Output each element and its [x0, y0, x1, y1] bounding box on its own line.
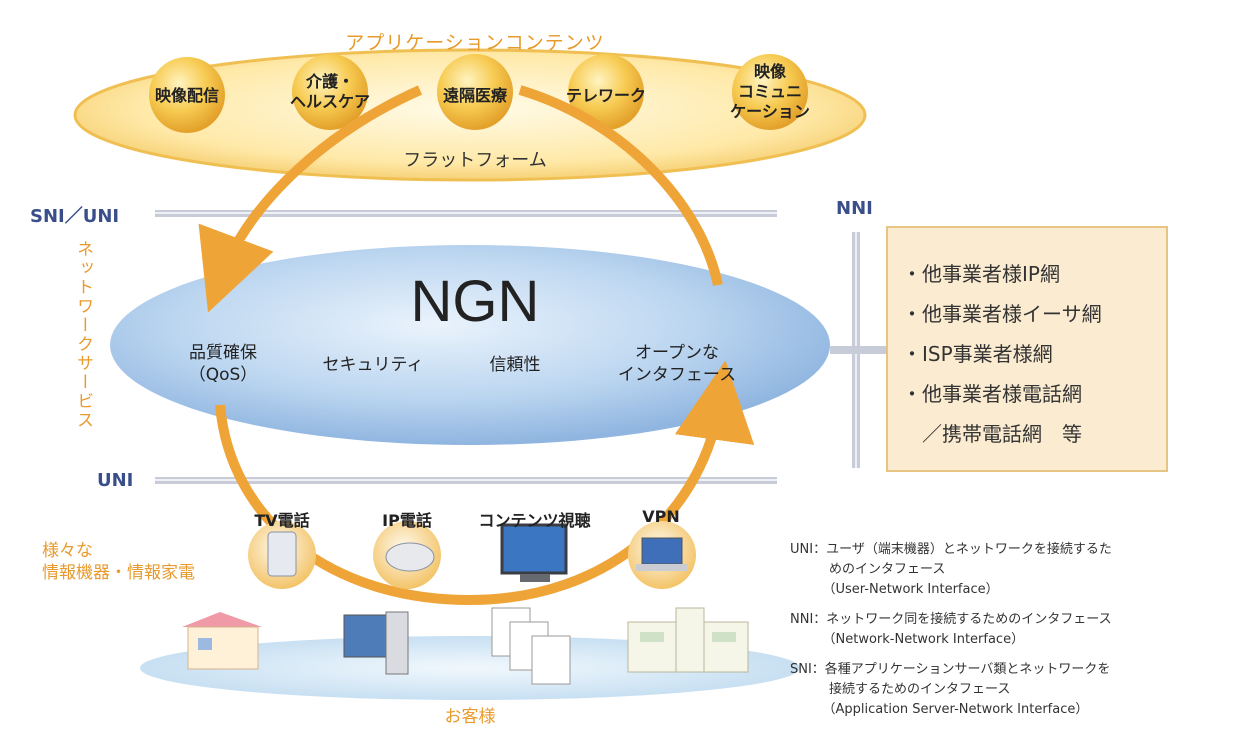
nni-network-item: ／携帯電話網 等	[902, 422, 1082, 446]
feature-open-interface: オープンな インタフェース	[617, 343, 737, 385]
feature-qos: 品質確保 （QoS）	[188, 343, 258, 385]
ngn-title: NGN	[410, 269, 540, 334]
app-contents-title: アプリケーションコンテンツ	[345, 32, 605, 54]
app-item-video-communication: 映像 コミュニ ケーション	[730, 62, 810, 121]
nni-networks-box: ・他事業者様IP網 ・他事業者様イーサ網 ・ISP事業者様網 ・他事業者様電話網…	[886, 226, 1168, 472]
device-vpn: VPN	[642, 507, 680, 526]
app-ball-3	[437, 54, 513, 130]
house-icon	[182, 612, 262, 670]
nni-label: NNI	[836, 198, 873, 219]
legend-line: （Application Server-Network Interface）	[790, 702, 1089, 717]
pc-icon	[343, 611, 409, 675]
nni-network-item: ・他事業者様IP網	[902, 262, 1060, 286]
device-ip-phone: IP電話	[382, 511, 432, 530]
network-service-label: ネットワークサービス	[73, 240, 93, 430]
app-ball-1	[149, 57, 225, 133]
app-ball-4	[568, 54, 644, 130]
customers-label: お客様	[444, 707, 496, 727]
feature-reliability: 信頼性	[489, 355, 541, 375]
monitor-icon	[500, 523, 568, 582]
upper-right-arrow	[518, 85, 723, 287]
app-item-video-distribution: 映像配信	[154, 86, 219, 105]
legend-line: SNI：各種アプリケーションサーバ類とネットワークを	[790, 662, 1111, 677]
nni-network-item: ・他事業者様電話網	[902, 382, 1082, 406]
app-ball-5	[732, 54, 808, 130]
uni-label: UNI	[97, 470, 134, 491]
upper-left-arrow	[198, 85, 423, 313]
nni-connector	[830, 346, 888, 354]
sni-uni-label: SNI／UNI	[30, 206, 120, 227]
legend-line: めのインタフェース	[790, 562, 946, 577]
ngn-ellipse	[110, 245, 830, 445]
legend-line: UNI：ユーザ（端末機器）とネットワークを接続するた	[790, 542, 1112, 557]
app-item-healthcare: 介護・ ヘルスケア	[289, 72, 370, 111]
building-icon	[627, 607, 749, 673]
platform-label: フラットフォーム	[403, 150, 547, 171]
legend-line: 接続するためのインタフェース	[790, 682, 1011, 697]
nni-network-item: ・他事業者様イーサ網	[902, 302, 1102, 326]
legend-line: NNI：ネットワーク同を接続するためのインタフェース	[790, 612, 1112, 627]
documents-icon	[491, 607, 571, 685]
devices-label: 様々な 情報機器・情報家電	[42, 541, 195, 583]
legend-line: （User-Network Interface）	[790, 582, 999, 597]
app-item-remote-medicine: 遠隔医療	[442, 86, 507, 105]
app-item-telework: テレワーク	[565, 86, 646, 105]
feature-security: セキュリティ	[322, 355, 424, 375]
legend-line: （Network-Network Interface）	[790, 632, 1025, 647]
app-ball-2	[292, 54, 368, 130]
device-tv-phone: TV電話	[254, 511, 310, 530]
device-content-viewing: コンテンツ視聴	[478, 511, 591, 530]
nni-network-item: ・ISP事業者様網	[902, 342, 1053, 366]
